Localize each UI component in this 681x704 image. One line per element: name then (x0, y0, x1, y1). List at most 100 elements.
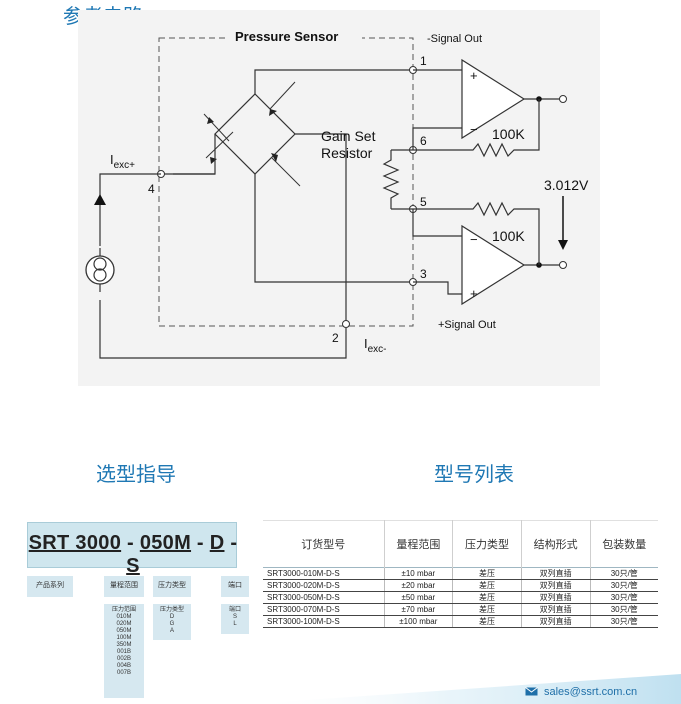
pin-5-label: 5 (420, 195, 427, 209)
model-code-range: 050M (139, 532, 192, 554)
opamp-bottom-plus: + (470, 286, 478, 301)
option-item: A (169, 628, 174, 634)
feedback-resistor-top (413, 99, 540, 158)
gain-resistor (382, 150, 400, 209)
gain-set-label: Gain Set (321, 128, 376, 144)
table-cell: ±70 mbar (384, 603, 454, 616)
sensor-boundary (158, 37, 414, 327)
resistor-label: Resistor (321, 145, 373, 161)
footer-band (250, 674, 681, 704)
table-cell: SRT3000-070M-D-S (263, 603, 385, 616)
bridge-arrow-icon (210, 157, 217, 164)
resistor-100k-top: 100K (492, 126, 525, 142)
opamp-top-minus: − (470, 122, 478, 137)
table-cell: 30只/管 (590, 567, 658, 580)
option-item: 350M (116, 642, 132, 648)
model-list-title: 型号列表 (434, 462, 514, 486)
iexc-plus-label: Iexc+ (110, 152, 135, 171)
option-item: 010M (116, 614, 132, 620)
header-order-model: 订货型号 (263, 520, 385, 568)
table-cell: 30只/管 (590, 603, 658, 616)
option-item: 100M (116, 635, 132, 641)
option-item: 压力范围 (111, 607, 136, 613)
model-table: 订货型号 量程范围 压力类型 结构形式 包装数量 SRT3000-010M-D-… (263, 520, 658, 628)
option-item: 压力类型 (159, 607, 184, 613)
opamp-bottom-minus: − (470, 232, 478, 247)
table-cell: 双列直插 (521, 567, 591, 580)
model-code-pressure: D (209, 532, 225, 554)
option-item: 020M (116, 621, 132, 627)
header-range: 量程范围 (384, 520, 454, 568)
model-code: SRT 3000 - 050M - D - S (28, 532, 238, 578)
pin-1-label: 1 (420, 54, 427, 68)
pressure-sensor-label: Pressure Sensor (235, 29, 338, 44)
table-cell: SRT3000-020M-D-S (263, 579, 385, 592)
header-package-qty: 包装数量 (590, 520, 658, 568)
option-item: 050M (116, 628, 132, 634)
series-label: 产品系列 (27, 576, 73, 597)
circuit-diagram: Pressure Sensor (78, 10, 600, 386)
table-cell: 差压 (452, 603, 522, 616)
table-cell: 30只/管 (590, 615, 658, 628)
option-item: 002B (116, 656, 131, 662)
signal-out-pos-label: +Signal Out (438, 319, 496, 331)
table-cell: 双列直插 (521, 603, 591, 616)
mail-icon (525, 687, 538, 696)
pin-2-label: 2 (332, 331, 339, 345)
selection-guide-title: 选型指导 (96, 462, 176, 486)
port-label: 端口 (221, 576, 249, 597)
bridge-arrow-icon (269, 109, 277, 116)
table-cell: ±10 mbar (384, 567, 454, 580)
pin-2-terminal (342, 320, 350, 328)
table-cell: 双列直插 (521, 615, 591, 628)
table-cell: SRT3000-050M-D-S (263, 591, 385, 604)
table-cell: 双列直插 (521, 591, 591, 604)
opamp-bottom (461, 224, 526, 306)
table-header-row: 订货型号 量程范围 压力类型 结构形式 包装数量 (263, 520, 658, 568)
iexc-minus-label: Iexc- (364, 336, 387, 355)
output-voltage-label: 3.012V (544, 177, 589, 193)
contact-email[interactable]: sales@ssrt.com.cn (525, 686, 637, 698)
model-code-separator: - (230, 532, 238, 554)
table-cell: SRT3000-010M-D-S (263, 567, 385, 580)
current-direction-arrow-icon (94, 194, 106, 205)
model-code-box: SRT 3000 - 050M - D - S (27, 522, 237, 577)
pin-6-label: 6 (420, 134, 427, 148)
opamp-top-plus: + (470, 68, 478, 83)
table-cell: 30只/管 (590, 591, 658, 604)
table-cell: 双列直插 (521, 579, 591, 592)
table-cell: 30只/管 (590, 579, 658, 592)
model-code-separator: - (196, 532, 204, 554)
header-pressure-type: 压力类型 (452, 520, 522, 568)
feedback-resistor-bottom (413, 201, 540, 265)
circuit-svg: Pressure Sensor (85, 29, 589, 359)
option-item: 001B (116, 649, 131, 655)
table-cell: ±50 mbar (384, 591, 454, 604)
bridge-diamond (214, 93, 296, 175)
header-structure: 结构形式 (521, 520, 591, 568)
table-cell: ±20 mbar (384, 579, 454, 592)
option-item: S (232, 614, 237, 620)
option-item: G (169, 621, 175, 627)
bridge-arrow-icon (271, 153, 278, 162)
option-item: L (233, 621, 237, 627)
opamp-top (461, 58, 526, 140)
pressure-type-label: 压力类型 (153, 576, 191, 597)
model-code-separator: - (126, 532, 134, 554)
email-text: sales@ssrt.com.cn (544, 686, 638, 698)
option-item: D (169, 614, 175, 620)
table-cell: ±100 mbar (384, 615, 454, 628)
table-cell: 差压 (452, 615, 522, 628)
pin-3-label: 3 (420, 267, 427, 281)
bridge-arrow-icon (207, 117, 214, 124)
option-item: 004B (116, 663, 131, 669)
range-label: 量程范围 (104, 576, 144, 597)
voltage-arrow-icon (558, 240, 568, 250)
option-item: 007B (116, 670, 131, 676)
